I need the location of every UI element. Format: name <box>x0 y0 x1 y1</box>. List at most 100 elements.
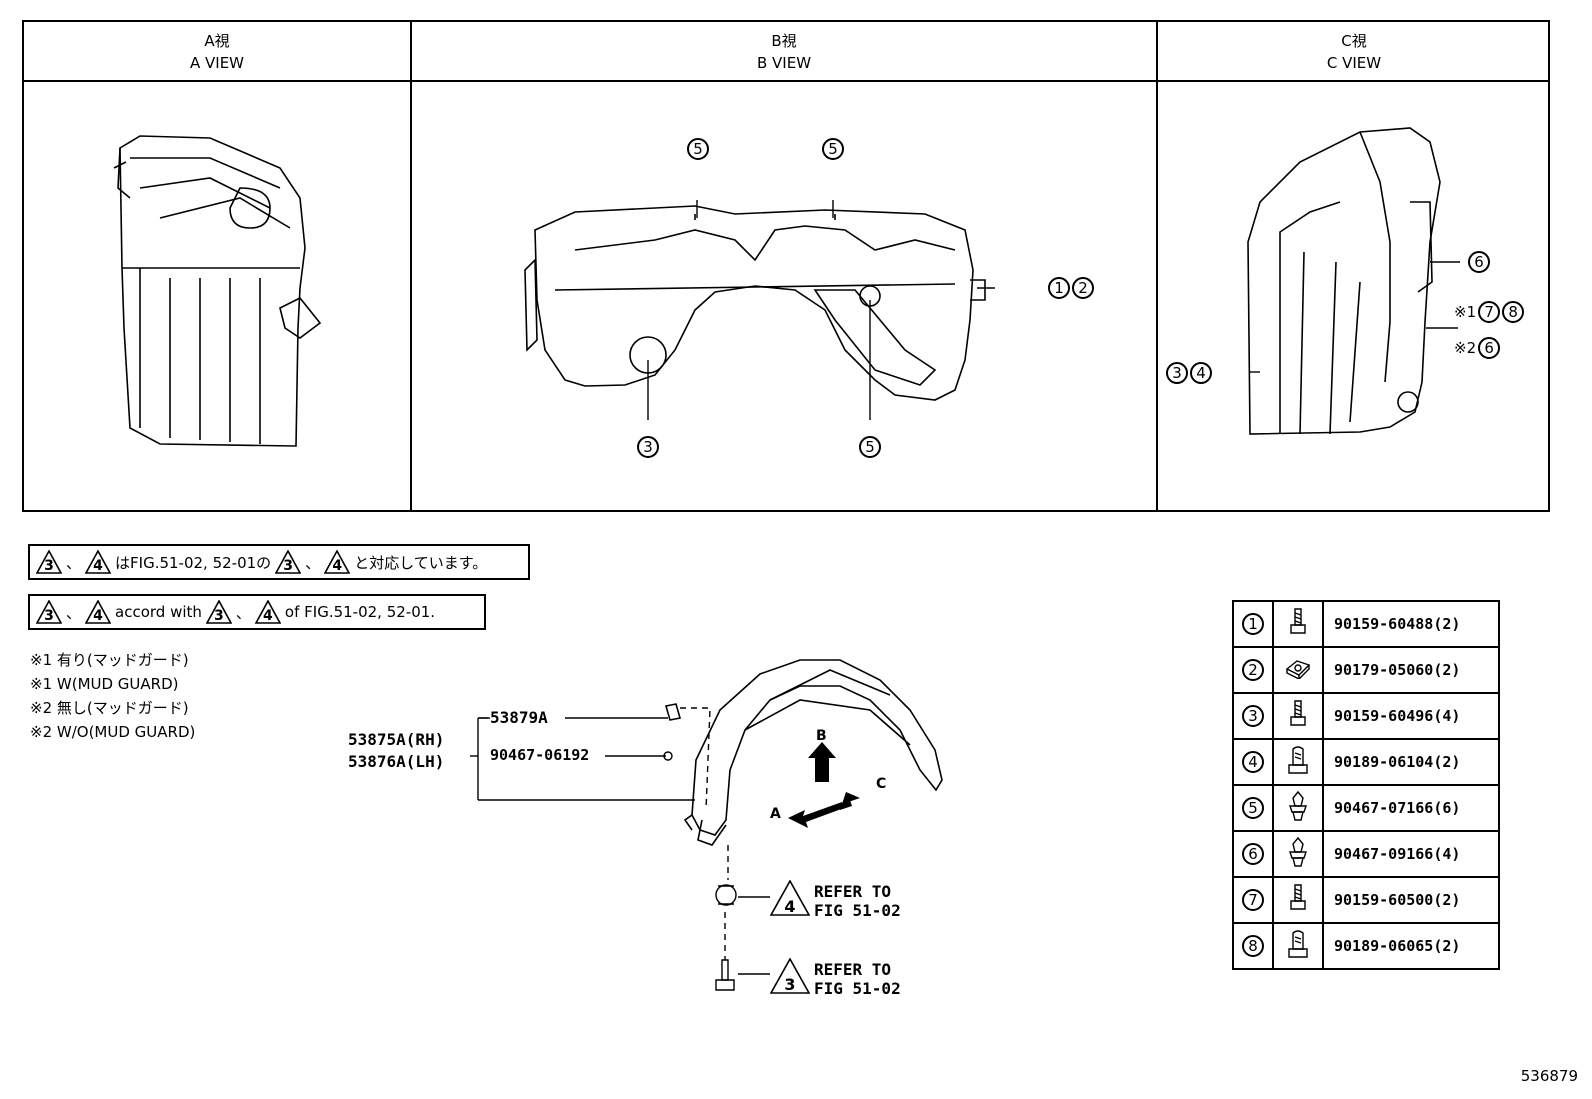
callout-number: 3 <box>1166 362 1188 384</box>
table-row: 2 90179-05060(2) <box>1232 646 1500 694</box>
b-view-drawing <box>524 200 995 420</box>
table-cell-number: 1 <box>1232 600 1274 648</box>
table-cell-number: 4 <box>1232 738 1274 786</box>
part-number-bracket: 53879A <box>490 708 548 727</box>
refer-line: FIG 51-02 <box>814 901 901 920</box>
bolt-icon <box>1272 600 1324 648</box>
triangle-icon: 4 <box>254 600 281 624</box>
table-cell-part-number: 90179-05060(2) <box>1322 646 1500 694</box>
screw-grommet-icon <box>1272 738 1324 786</box>
callout-number: 8 <box>1502 301 1525 323</box>
direction-label-b: B <box>816 728 827 744</box>
callout-number: 4 <box>1190 362 1212 384</box>
note-marker: ※2 <box>1454 339 1477 357</box>
bolt-icon <box>1272 876 1324 924</box>
table-row: 4 90189-06104(2) <box>1232 738 1500 786</box>
direction-label-a: A <box>770 806 781 822</box>
view-divider <box>1156 22 1158 510</box>
table-row: 7 90159-60500(2) <box>1232 876 1500 924</box>
main-fender-liner-drawing <box>470 659 943 991</box>
mud-note: ※1 有り(マッドガード) <box>30 651 189 669</box>
table-cell-part-number: 90159-60500(2) <box>1322 876 1500 924</box>
table-row: 5 90467-07166(6) <box>1232 784 1500 832</box>
view-title-en: B VIEW <box>756 54 812 72</box>
table-cell-number: 8 <box>1232 922 1274 970</box>
refer-line: REFER TO <box>814 882 892 901</box>
c-view-header: C視 C VIEW <box>1158 30 1550 74</box>
refer-text-3: REFER TO FIG 51-02 <box>814 960 901 998</box>
table-cell-number: 2 <box>1232 646 1274 694</box>
view-title-en: C VIEW <box>1326 54 1382 72</box>
note-separator: 、 <box>66 553 82 572</box>
b-callout-bottom-left: 3 <box>637 436 659 458</box>
table-cell-part-number: 90189-06104(2) <box>1322 738 1500 786</box>
table-row: 3 90159-60496(4) <box>1232 692 1500 740</box>
mud-note: ※2 W/O(MUD GUARD) <box>30 723 196 741</box>
table-row: 1 90159-60488(2) <box>1232 600 1500 648</box>
note-separator: 、 <box>305 553 321 572</box>
table-cell-part-number: 90159-60488(2) <box>1322 600 1500 648</box>
table-cell-number: 6 <box>1232 830 1274 878</box>
note-text: はFIG.51-02, 52-01の <box>115 553 272 572</box>
b-callout-bottom-right: 5 <box>859 436 881 458</box>
table-row: 6 90467-09166(4) <box>1232 830 1500 878</box>
c-callout-3-4: 3 4 <box>1166 362 1212 384</box>
c-callout-star2: ※2 6 <box>1454 337 1501 359</box>
note-jp: 3 、 4 はFIG.51-02, 52-01の 3 、 4 と対応しています。 <box>28 544 530 580</box>
part-number-clip: 90467-06192 <box>490 746 590 764</box>
note-en: 3 、 4 accord with 3 、 4 of FIG.51-02, 52… <box>28 594 486 630</box>
mud-guard-notes: ※1 有り(マッドガード) ※1 W(MUD GUARD) ※2 無し(マッドガ… <box>30 648 195 744</box>
note-marker: ※1 <box>1454 303 1477 321</box>
view-frame: A視 A VIEW B視 B VIEW C視 C VIEW <box>22 20 1550 512</box>
c-callout-6: 6 <box>1468 251 1490 273</box>
callout-number: 5 <box>687 138 709 160</box>
note-separator: 、 <box>66 603 82 622</box>
table-cell-number: 7 <box>1232 876 1274 924</box>
screw-grommet-icon <box>1272 922 1324 970</box>
mud-note: ※2 無し(マッドガード) <box>30 699 189 717</box>
nut-clip-icon <box>1272 646 1324 694</box>
triangle-icon: 4 <box>324 550 351 574</box>
refer-callout-4: 4 <box>770 880 810 916</box>
callout-number: 3 <box>637 436 659 458</box>
table-cell-number: 5 <box>1232 784 1274 832</box>
triangle-icon: 4 <box>770 880 810 916</box>
view-title-jp: C視 <box>1341 32 1367 50</box>
table-cell-part-number: 90467-07166(6) <box>1322 784 1500 832</box>
c-view-drawing <box>1247 127 1460 435</box>
view-title-jp: B視 <box>771 32 797 50</box>
triangle-icon: 4 <box>85 550 112 574</box>
callout-number: 5 <box>822 138 844 160</box>
triangle-icon: 3 <box>275 550 302 574</box>
note-text: accord with <box>115 603 202 621</box>
triangle-icon: 3 <box>36 550 62 574</box>
refer-line: FIG 51-02 <box>814 979 901 998</box>
b-callout-top-left: 5 <box>687 138 709 160</box>
part-number-rh: 53875A(RH) <box>348 730 445 749</box>
triangle-icon: 3 <box>770 958 810 994</box>
part-number-lh: 53876A(LH) <box>348 752 445 771</box>
view-title-jp: A視 <box>204 32 230 50</box>
triangle-icon: 3 <box>205 600 232 624</box>
b-callout-top-right: 5 <box>822 138 844 160</box>
callout-number: 6 <box>1478 337 1501 359</box>
c-callout-star1: ※1 7 8 <box>1454 301 1525 323</box>
refer-text-4: REFER TO FIG 51-02 <box>814 882 901 920</box>
refer-line: REFER TO <box>814 960 892 979</box>
b-view-header: B視 B VIEW <box>412 30 1156 74</box>
table-cell-part-number: 90189-06065(2) <box>1322 922 1500 970</box>
triangle-icon: 3 <box>36 600 62 624</box>
note-text: と対応しています。 <box>354 553 488 572</box>
push-clip-icon <box>1272 830 1324 878</box>
b-callout-right: 1 2 <box>1048 277 1094 299</box>
callout-number: 1 <box>1048 277 1070 299</box>
header-divider <box>24 80 1548 82</box>
view-title-en: A VIEW <box>189 54 245 72</box>
callout-number: 2 <box>1072 277 1094 299</box>
refer-callout-3: 3 <box>770 958 810 994</box>
mud-note: ※1 W(MUD GUARD) <box>30 675 179 693</box>
table-cell-part-number: 90159-60496(4) <box>1322 692 1500 740</box>
a-view-drawing <box>113 135 322 447</box>
bolt-icon <box>1272 692 1324 740</box>
note-separator: 、 <box>235 603 251 622</box>
